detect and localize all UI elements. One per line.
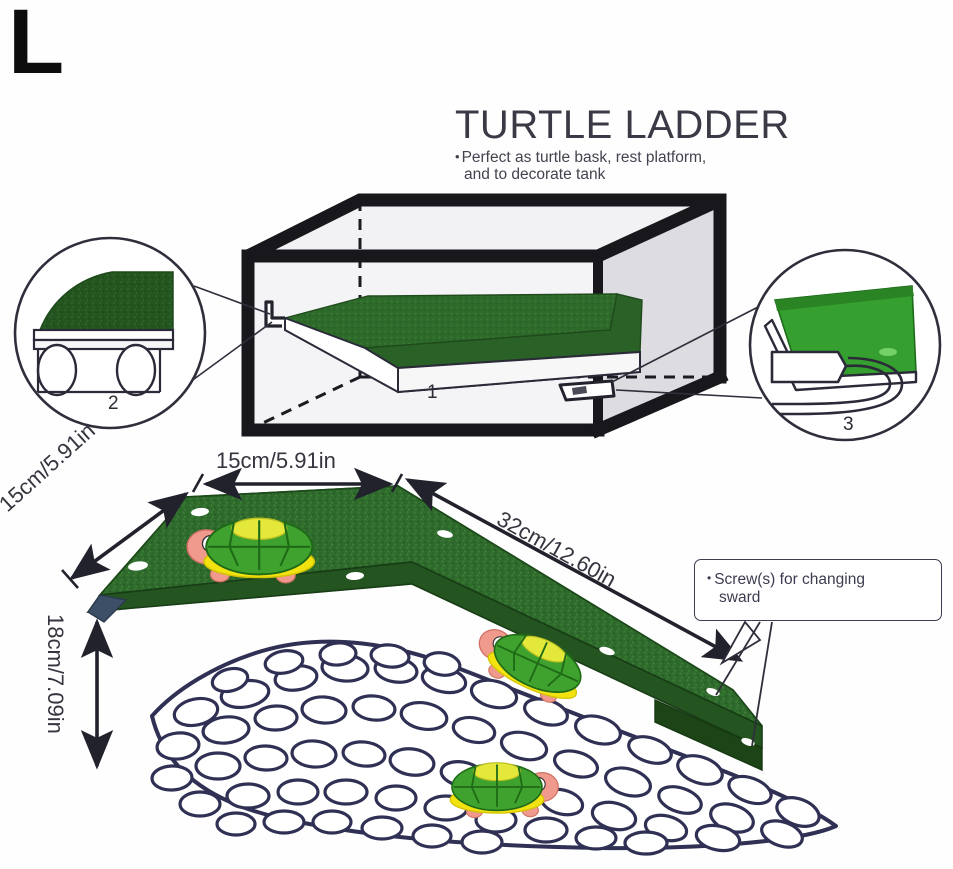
title-block: TURTLE LADDER •Perfect as turtle bask, r… — [455, 104, 795, 184]
ramp-base-strip — [654, 698, 763, 772]
screw-callout-leaders — [715, 620, 773, 747]
tank-leader-lines — [189, 285, 763, 399]
variant-letter-label: L — [8, 0, 65, 93]
subtitle-line-2: and to decorate tank — [464, 166, 606, 184]
callout-number-2: 2 — [108, 393, 119, 414]
tank-top-opening — [248, 200, 720, 256]
dimension-label-height: 18cm/7.09in — [43, 614, 68, 734]
tank-frame — [241, 193, 729, 439]
subtitle: •Perfect as turtle bask, rest platform, … — [455, 149, 795, 184]
screw-callout-line-1: Screw(s) for changing — [714, 571, 865, 588]
page-title: TURTLE LADDER — [455, 103, 790, 147]
pebble-substrate — [150, 639, 838, 856]
bullet-glyph: • — [455, 149, 460, 164]
tank-ramp — [264, 293, 643, 402]
callout-number-1: 1 — [427, 382, 438, 403]
subtitle-line-1: Perfect as turtle bask, rest platform, — [461, 149, 707, 166]
bullet-glyph: • — [707, 571, 712, 585]
aquarium-tank-illustration — [189, 193, 763, 439]
turtle-on-platform — [186, 517, 316, 584]
screw-callout-box: •Screw(s) for changing sward — [694, 559, 942, 621]
dimension-label-top-width: 15cm/5.91in — [216, 448, 336, 473]
turtle-on-pebbles — [449, 762, 559, 819]
screw-callout-text: •Screw(s) for changing sward — [707, 571, 933, 608]
detail-circle-3 — [748, 248, 942, 442]
detail-circle-2 — [13, 236, 207, 430]
dimension-arrows — [61, 467, 744, 770]
arrow-side-depth — [69, 491, 189, 581]
arrow-ramp-length — [404, 478, 744, 662]
screw-callout-line-2: sward — [719, 589, 761, 607]
callout-number-3: 3 — [843, 414, 854, 435]
